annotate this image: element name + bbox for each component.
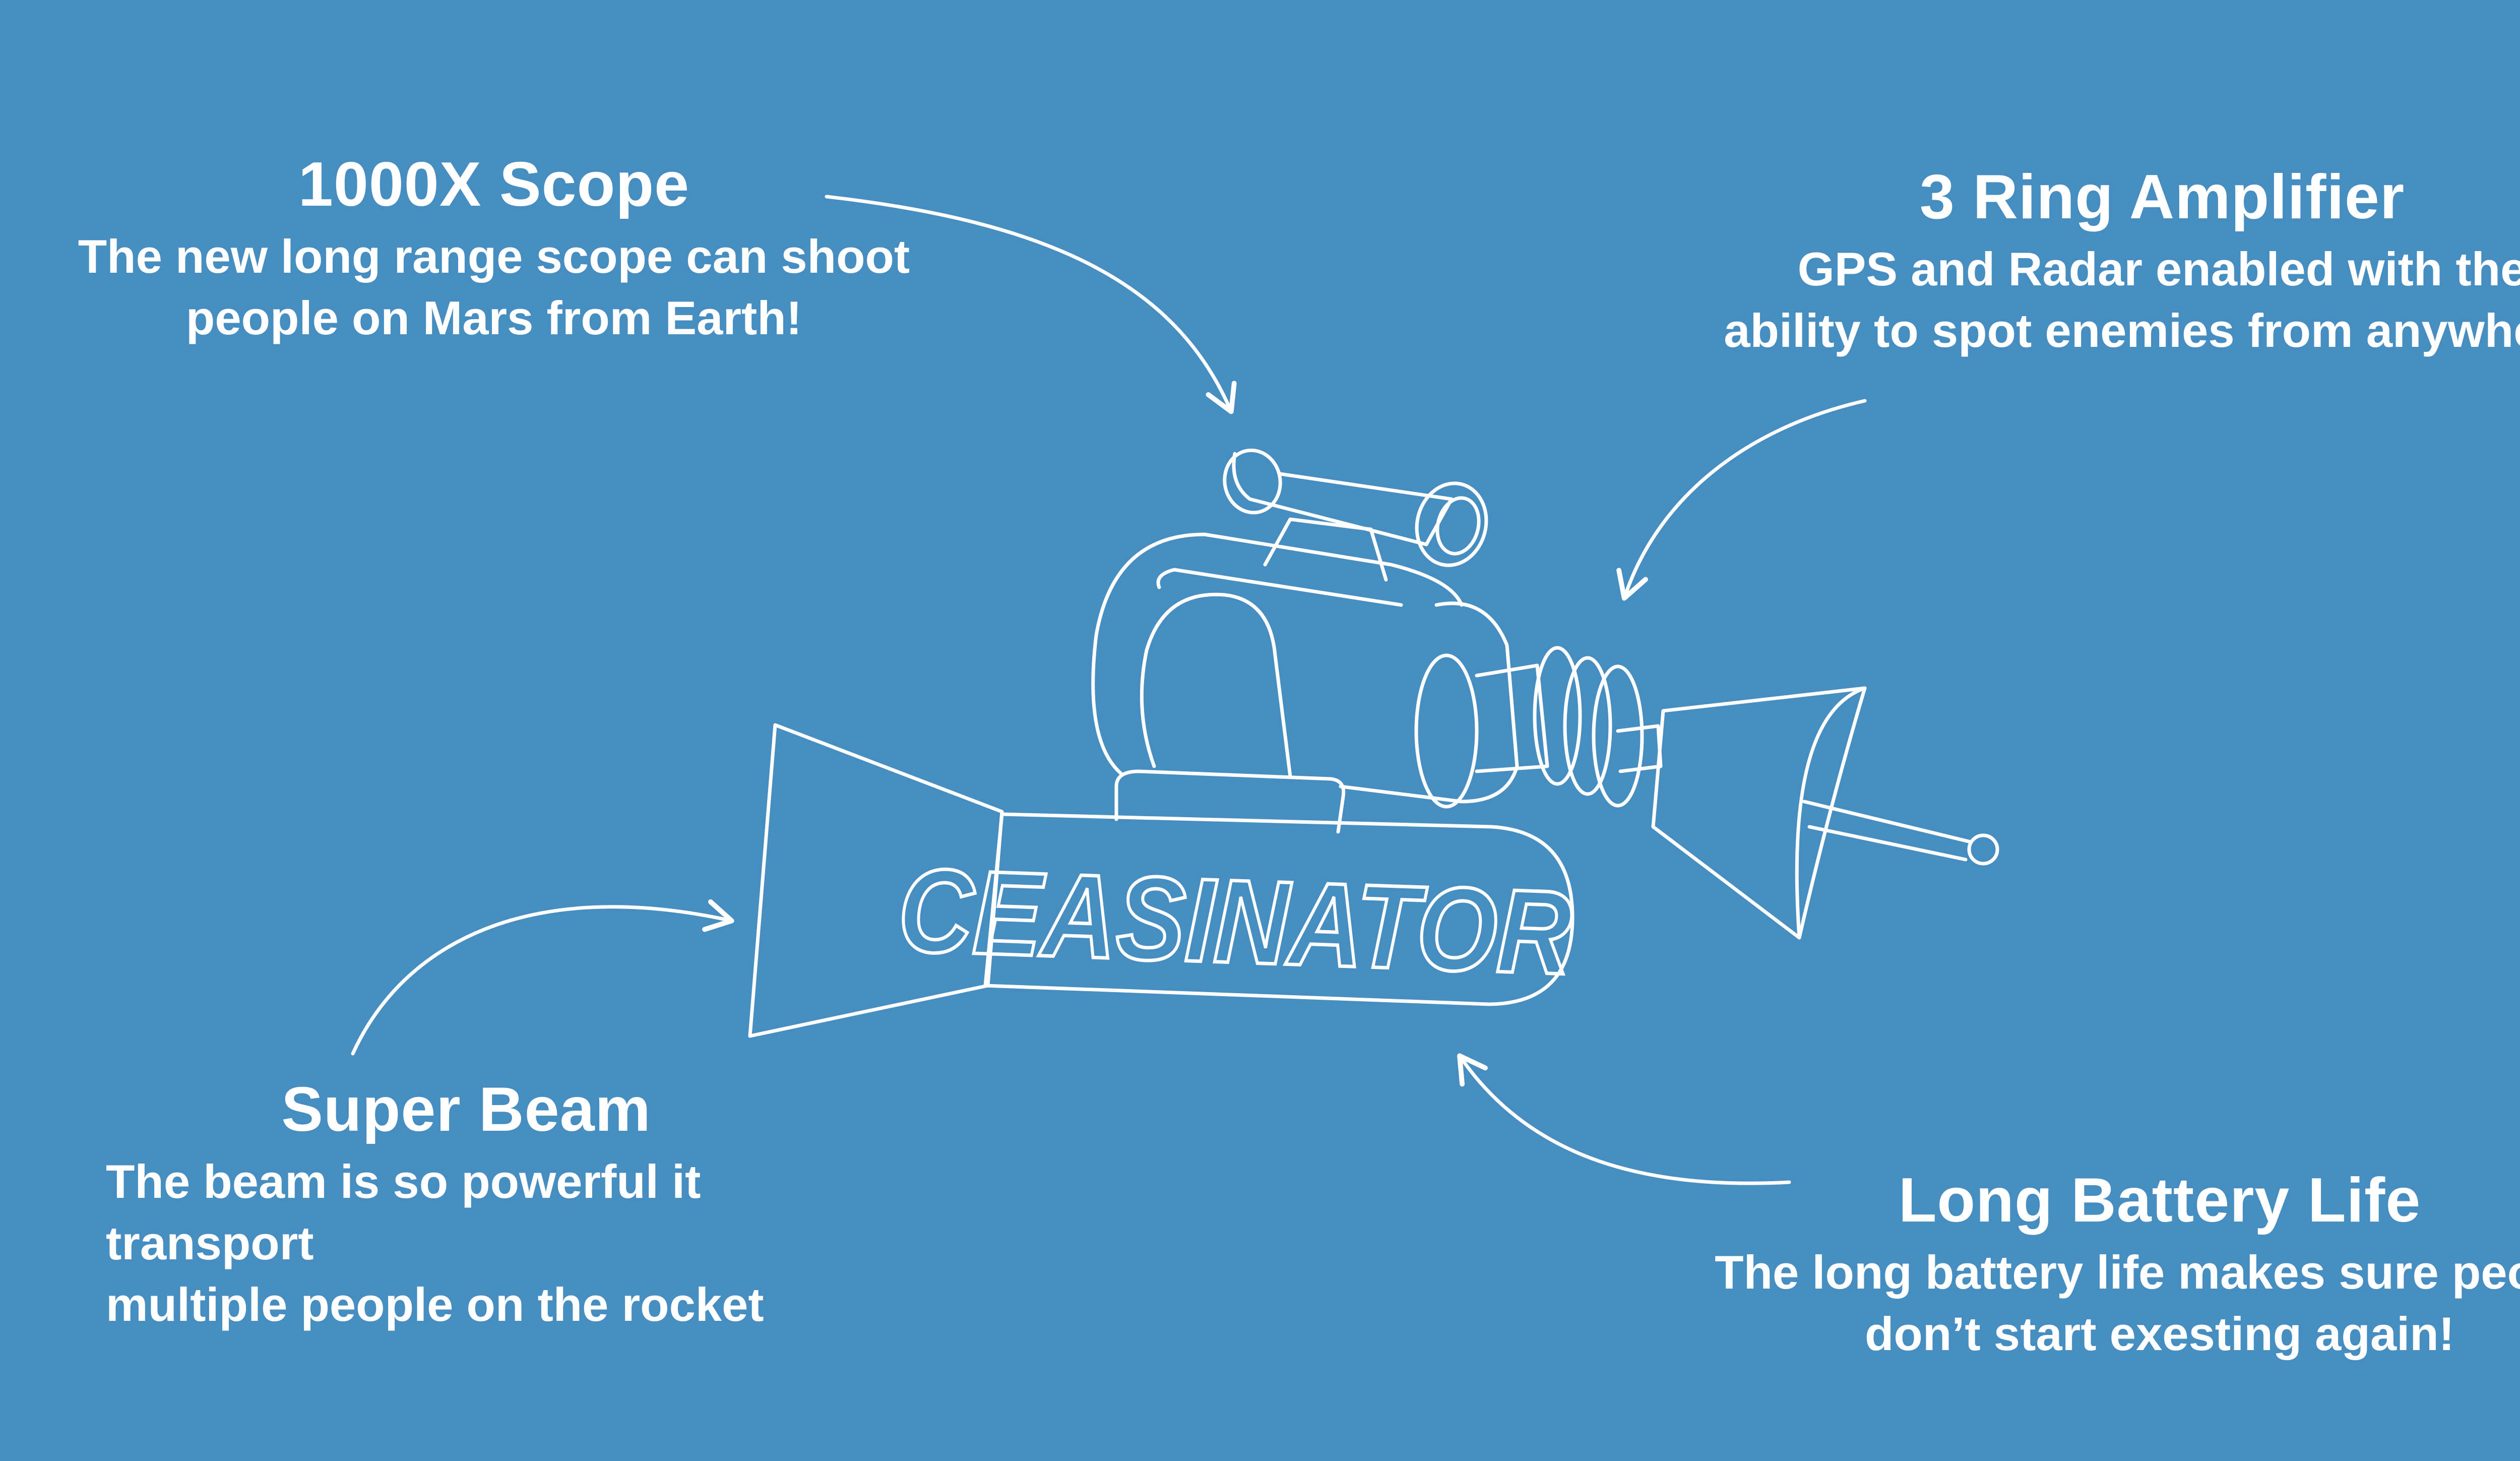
beam-arrow [351,899,734,1056]
battery-body [983,812,1574,1006]
beam-line-1: The beam is so powerful it transport [106,1154,701,1269]
ring-arrow [1616,399,1867,601]
ring-line-1: GPS and Radar enabled with the [1797,242,2520,295]
device-label: CEASINATOR [896,843,1574,999]
arrows [351,195,1867,1185]
scope-arrow [825,195,1237,414]
amplifier-front [1414,653,1479,809]
scope-description: The new long range scope can shoot peopl… [30,226,958,349]
amplifier-barrel [1475,663,1549,773]
battery-arrow [1457,1053,1791,1185]
callout-super-beam: Super Beam The beam is so powerful it tr… [50,1074,882,1335]
battery-line-2: don’t start exesting again! [1865,1307,2454,1360]
ring-3 [1592,664,1644,808]
handle-grip-line [1156,568,1403,607]
antenna-tip [1967,833,1999,866]
handle-inner [1140,592,1292,778]
callout-ring-amplifier: 3 Ring Amplifier GPS and Radar enabled w… [1714,161,2520,361]
handle-stand [1114,769,1346,834]
scope-line-1: The new long range scope can shoot [78,229,910,283]
scope-lens-inner [1435,496,1481,556]
callout-scope: 1000X Scope The new long range scope can… [30,149,958,349]
ceasinator-gun-illustration [748,448,1999,1038]
dish-rim [1795,686,1867,940]
scope-mount [1263,517,1388,582]
antenna [1802,800,1973,862]
battery-title: Long Battery Life [1898,1166,2421,1235]
beam-line-2: multiple people on the rocket [106,1277,764,1331]
handle-loop [1091,532,1464,776]
ring-description: GPS and Radar enabled with the ability t… [1714,238,2520,361]
scope-tube [1232,452,1454,546]
scope-rear-cap [1223,448,1282,515]
ring-title: 3 Ring Amplifier [1919,162,2405,232]
scope-title: 1000X Scope [298,150,690,219]
ring-1 [1533,646,1582,786]
battery-line-1: The long battery life makes sure people [1715,1245,2520,1299]
callout-battery-life: Long Battery Life The long battery life … [1704,1165,2520,1365]
ring-2 [1563,656,1612,796]
amplifier-housing [1339,601,1519,804]
battery-description: The long battery life makes sure people … [1704,1242,2520,1365]
ring-line-2: ability to spot enemies from anywhere! [1724,303,2520,357]
beam-description: The beam is so powerful it transport mul… [50,1151,882,1336]
scope-lens-outer [1415,481,1488,567]
beam-title: Super Beam [281,1075,651,1144]
radar-dish [1651,686,1867,940]
scope-line-2: people on Mars from Earth! [185,291,802,344]
